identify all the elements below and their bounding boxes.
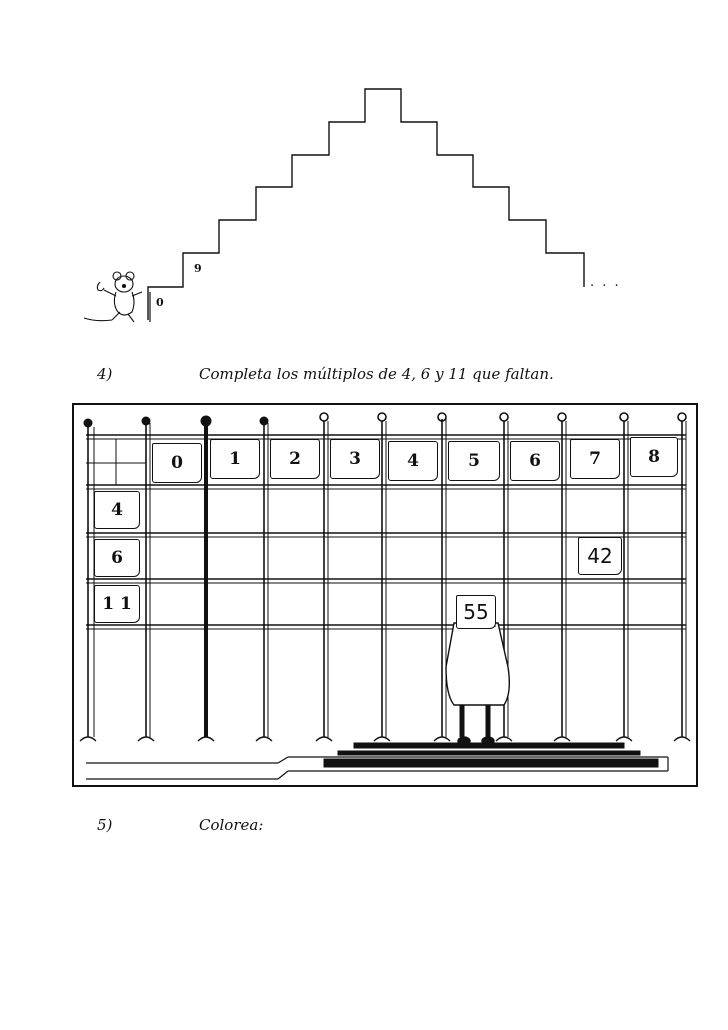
mouse-character-icon — [83, 271, 143, 323]
top-card-8: 8 — [630, 437, 678, 477]
exercise-5-number: 5) — [97, 816, 113, 834]
top-card-3: 3 — [330, 439, 380, 479]
staircase-drawing — [83, 88, 585, 323]
top-card-4: 4 — [388, 441, 438, 481]
top-card-6: 6 — [510, 441, 560, 481]
climbing-frame-illustration: 0 1 2 3 4 5 6 7 8 4 6 1 1 42 55 — [72, 403, 698, 787]
exercise-5-instruction: Colorea: — [199, 816, 264, 834]
side-card-11: 1 1 — [94, 585, 140, 623]
step-label-first: 9 — [194, 262, 202, 275]
stairs-ellipsis: . . . — [590, 275, 621, 290]
top-card-5: 5 — [448, 441, 500, 481]
exercise-4-instruction: Completa los múltiplos de 4, 6 y 11 que … — [199, 365, 554, 383]
exercise-4-number: 4) — [97, 365, 113, 383]
step-label-start: 0 — [156, 296, 164, 309]
side-card-4: 4 — [94, 491, 140, 529]
top-card-1: 1 — [210, 439, 260, 479]
top-card-2: 2 — [270, 439, 320, 479]
hanging-card-42: 42 — [578, 537, 622, 575]
top-card-7: 7 — [570, 439, 620, 479]
side-card-6: 6 — [94, 539, 140, 577]
top-card-0: 0 — [152, 443, 202, 483]
character-card-55: 55 — [456, 595, 496, 629]
